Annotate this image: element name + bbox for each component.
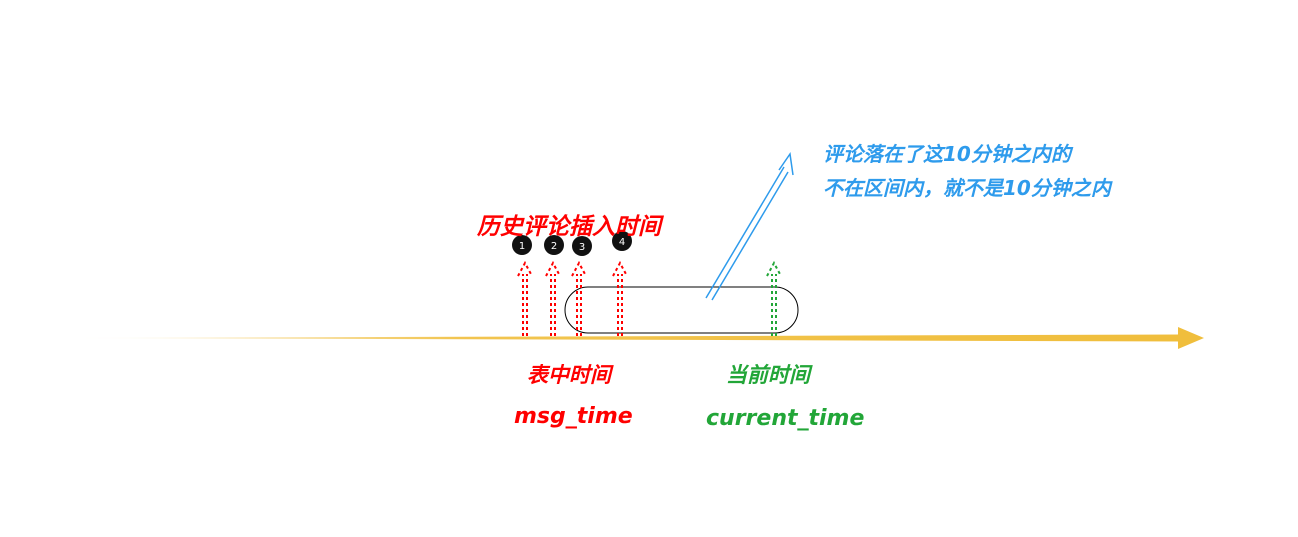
marker-2: 2 [544,235,564,255]
current-time-arrow [766,260,782,336]
marker-4: 4 [612,231,632,251]
marker-1-circle [512,235,532,255]
history-arrow-2 [545,260,561,336]
history-insert-time-label: 历史评论插入时间 [477,214,661,240]
table-time-label: 表中时间 [527,363,611,387]
marker-3: 3 [572,236,592,256]
marker-2-circle [544,235,564,255]
marker-4-label: 4 [619,237,625,248]
msg-time-label: msg_time [514,404,633,429]
history-arrow-1 [517,260,533,336]
marker-2-label: 2 [551,241,557,252]
marker-4-circle [612,231,632,251]
marker-1-label: 1 [519,241,525,252]
note-line-2: 不在区间内，就不是10分钟之内 [823,176,1111,200]
time-axis-arrowhead [1178,327,1204,349]
current-time-cn-label: 当前时间 [726,363,810,387]
note-line-1: 评论落在了这10分钟之内的 [823,142,1071,166]
history-arrows [517,260,628,336]
marker-3-label: 3 [579,242,585,253]
history-arrow-3 [571,260,587,336]
marker-3-circle [572,236,592,256]
note-callout-arrow [705,151,794,301]
current-time-label: current_time [706,406,865,431]
time-axis [70,327,1204,349]
time-axis-line [70,334,1182,342]
marker-1: 1 [512,235,532,255]
marker-badges: 1 2 3 4 [512,231,632,256]
history-arrow-4 [612,260,628,336]
ten-minute-window [564,286,799,334]
